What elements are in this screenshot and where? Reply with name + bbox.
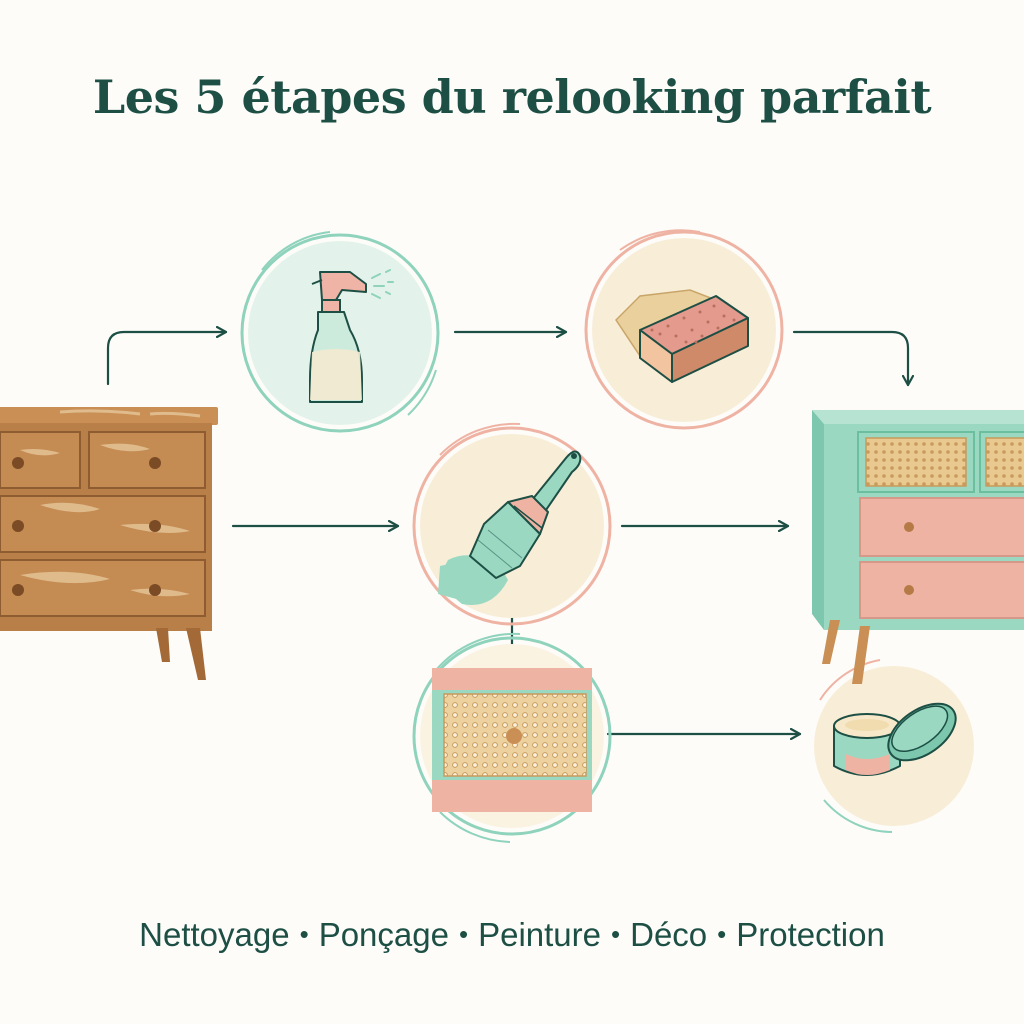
step-label-deco: Déco xyxy=(630,916,708,953)
page-title: Les 5 étapes du relooking parfait xyxy=(92,70,932,124)
steps-caption: Nettoyage • Ponçage • Peinture • Déco • Protecti… xyxy=(0,916,1024,954)
step-label-peinture: Peinture xyxy=(478,916,601,953)
cane-drawer-icon xyxy=(412,632,612,843)
arrow-to-step1 xyxy=(106,332,228,386)
step-label-poncage: Ponçage xyxy=(318,916,449,953)
separator: • xyxy=(299,919,309,949)
paintbrush-icon xyxy=(412,422,612,626)
step-label-protection: Protection xyxy=(736,916,885,953)
separator: • xyxy=(458,919,469,949)
renovated-dresser-icon xyxy=(812,410,1024,684)
flow-arrows xyxy=(106,330,908,734)
separator: • xyxy=(611,919,621,949)
sanding-block-icon xyxy=(584,229,784,430)
step-label-nettoyage: Nettoyage xyxy=(139,916,290,953)
spray-bottle-icon xyxy=(240,231,440,433)
wax-jar-icon xyxy=(814,659,974,833)
worn-dresser-icon xyxy=(0,407,218,680)
separator: • xyxy=(717,919,727,949)
arrow-step2-to-after xyxy=(792,330,908,387)
